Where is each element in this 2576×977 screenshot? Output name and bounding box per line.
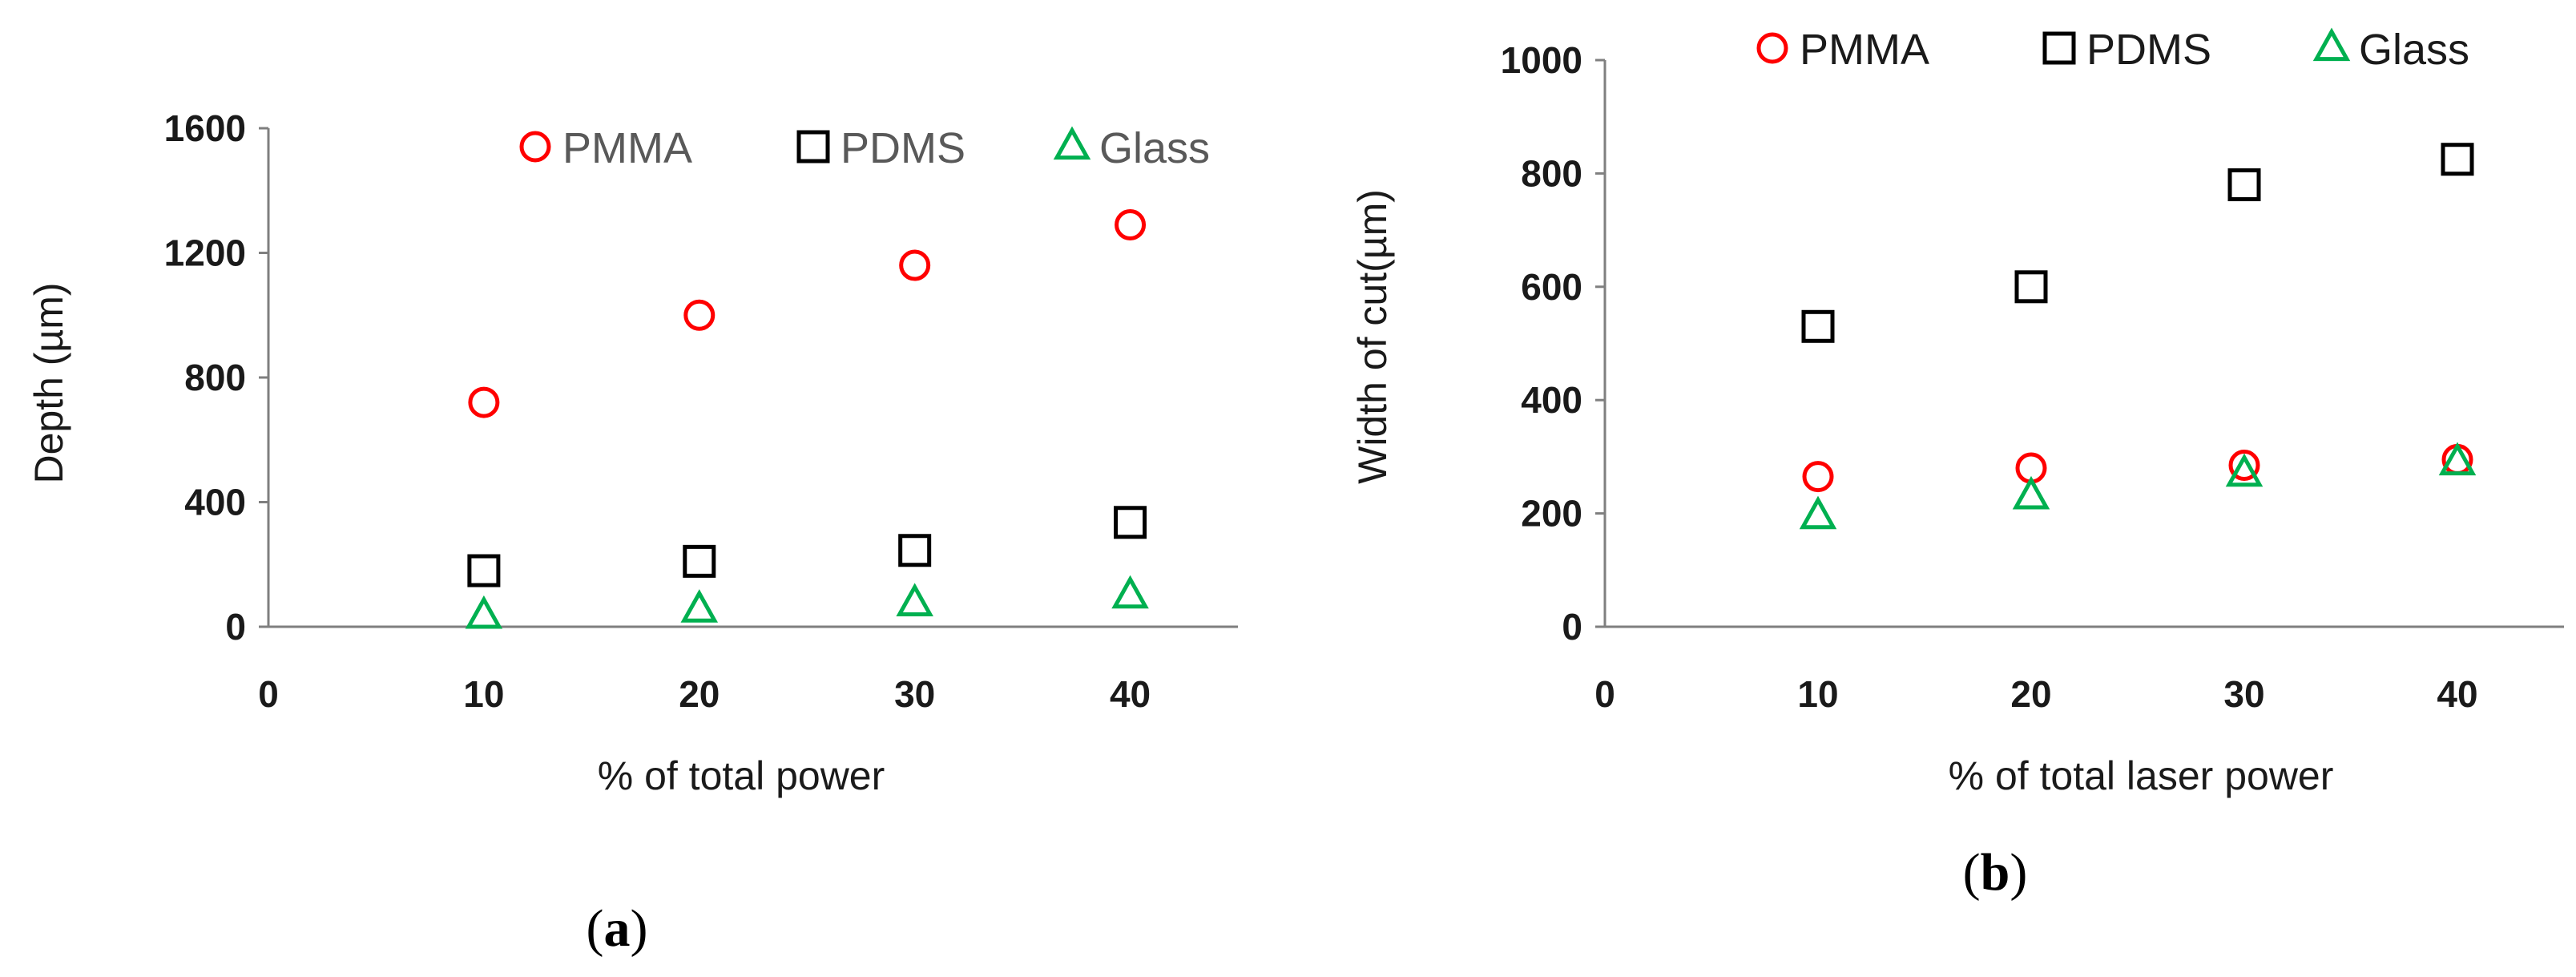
y-tick-label: 1600 [164,107,246,149]
data-point-glass [2012,475,2050,510]
chart-b-panel-label: (b) [1963,843,2028,902]
legend-marker-pdms [2042,31,2076,65]
y-tick-label: 1000 [1501,39,1582,81]
legend-marker-glass [2312,27,2351,62]
legend-label-pdms: PDMS [841,124,965,172]
x-tick-label: 30 [2223,673,2264,715]
data-point-pdms [467,554,501,587]
chart-b-ylabel: Width of cut(µm) [1350,189,1395,484]
y-tick-label: 0 [225,606,246,648]
legend-marker-glass [1053,126,1091,160]
legend-label-pmma: PMMA [562,124,692,172]
chart-a-series-pmma [468,209,1147,418]
y-tick-label: 400 [1521,379,1582,421]
x-tick-label: 0 [258,673,279,715]
y-tick-label: 800 [184,357,246,398]
y-tick-label: 1200 [164,232,246,274]
chart-a-series-pdms [467,506,1147,587]
data-point-glass [2225,453,2264,487]
chart-b-series-glass [1799,442,2477,530]
chart-a-panel-label: (a) [587,899,648,958]
data-point-glass [680,589,719,623]
chart-a-xlabel: % of total power [598,753,885,798]
chart-b-legend: PMMA PDMS Glass [1756,26,2469,74]
x-tick-label: 10 [1797,673,1838,715]
data-point-pmma [1115,209,1147,241]
data-point-pdms [898,534,932,567]
chart-a-series-glass [465,575,1149,629]
data-point-pmma [1802,461,1834,493]
chart-a: 0 400 800 1200 1600 0 10 20 30 40 % of total powe… [26,107,1238,958]
data-point-glass [1799,495,1837,530]
legend-label-pdms: PDMS [2086,26,2211,74]
y-tick-label: 0 [1562,606,1582,648]
data-point-glass [465,595,503,629]
chart-b-series-pmma [1802,443,2473,493]
x-tick-label: 20 [679,673,720,715]
data-point-pmma [899,249,931,281]
legend-marker-pdms [796,130,830,164]
data-point-pdms [1114,506,1147,539]
x-tick-label: 10 [463,673,504,715]
y-tick-label: 200 [1521,493,1582,535]
data-point-pmma [2228,450,2260,482]
y-tick-label: 600 [1521,266,1582,308]
y-tick-label: 400 [184,482,246,523]
data-point-pdms [2227,168,2261,202]
x-tick-label: 40 [2437,673,2477,715]
legend-label-pmma: PMMA [1800,26,1929,74]
legend-marker-pmma [1756,32,1788,64]
data-point-glass [1111,575,1149,609]
data-point-glass [2438,442,2477,476]
data-point-pdms [2014,270,2048,304]
data-point-pmma [683,299,716,331]
chart-a-legend: PMMA PDMS Glass [519,124,1210,172]
chart-b: 0 200 400 600 800 1000 0 10 20 30 40 % of total la… [1350,26,2564,902]
data-point-glass [896,583,933,616]
data-point-pmma [468,386,500,418]
x-tick-label: 0 [1594,673,1615,715]
data-point-pdms [2441,143,2474,176]
x-tick-label: 20 [2010,673,2051,715]
data-point-pdms [1801,309,1835,343]
legend-label-glass: Glass [1099,124,1210,172]
chart-a-ylabel: Depth (µm) [26,282,71,483]
chart-b-xlabel: % of total laser power [1949,753,2334,798]
y-tick-label: 800 [1521,152,1582,194]
x-tick-label: 40 [1110,673,1151,715]
legend-label-glass: Glass [2359,26,2469,74]
data-point-pdms [683,544,716,578]
legend-marker-pmma [519,131,551,163]
chart-b-series-pdms [1801,143,2474,343]
x-tick-label: 30 [894,673,935,715]
